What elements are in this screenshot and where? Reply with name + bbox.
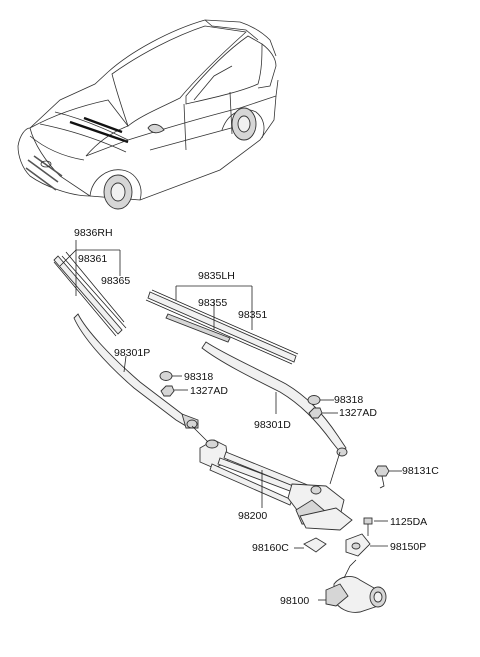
label-1327AD-b: 1327AD xyxy=(339,407,377,419)
label-98301D: 98301D xyxy=(254,419,291,431)
label-98365: 98365 xyxy=(101,275,130,287)
label-98361: 98361 xyxy=(78,253,107,265)
rh-wiper-arm xyxy=(73,313,199,429)
label-98160C: 98160C xyxy=(252,542,289,554)
label-1327AD-a: 1327AD xyxy=(190,385,228,397)
label-98200: 98200 xyxy=(238,510,267,522)
leader-98301P xyxy=(123,355,127,373)
lh-wiper-blade xyxy=(145,289,299,365)
label-98318-b: 98318 xyxy=(334,394,363,406)
label-98100: 98100 xyxy=(280,595,309,607)
rh-wiper-blade xyxy=(53,251,127,337)
wiper-motor xyxy=(318,559,387,613)
bolt-98131C xyxy=(374,465,402,489)
clip-98160C xyxy=(294,537,327,553)
label-9836RH: 9836RH xyxy=(74,227,113,239)
label-9835LH: 9835LH xyxy=(198,270,235,282)
bracket-98150P xyxy=(345,533,388,557)
label-98351: 98351 xyxy=(238,309,267,321)
bolt-1125DA xyxy=(363,517,388,536)
label-98131C: 98131C xyxy=(402,465,439,477)
label-98318-a: 98318 xyxy=(184,371,213,383)
lh-callout-lines xyxy=(175,285,253,330)
label-1125DA: 1125DA xyxy=(390,516,427,528)
label-98150P: 98150P xyxy=(390,541,426,553)
rh-callout-lines xyxy=(59,240,121,296)
rh-cap-nut xyxy=(159,371,188,397)
label-98301P: 98301P xyxy=(114,347,150,359)
car-illustration xyxy=(17,19,279,210)
wiper-linkage xyxy=(191,425,353,531)
lh-cap-nut xyxy=(307,395,338,419)
label-98355: 98355 xyxy=(198,297,227,309)
lh-wiper-arm xyxy=(201,341,348,457)
